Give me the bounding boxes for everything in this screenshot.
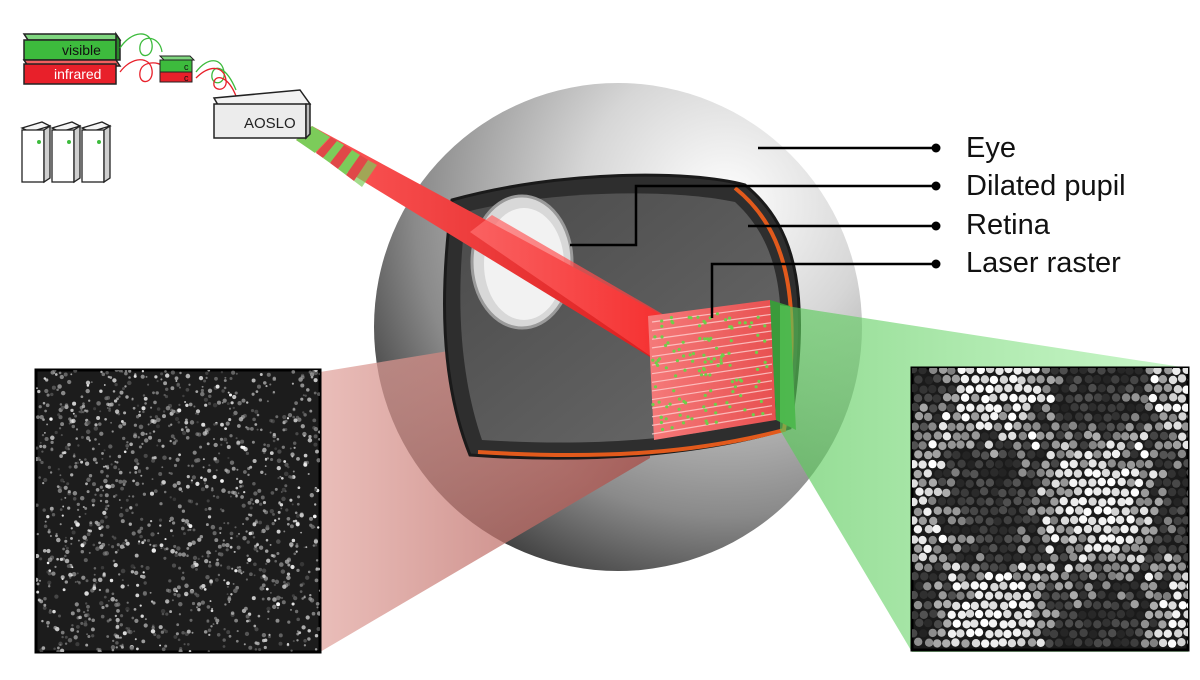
fiber-coupler: c c bbox=[158, 55, 196, 83]
laser-beam bbox=[296, 126, 690, 368]
aoslo-instrument: AOSLO bbox=[212, 89, 312, 140]
visible-laser-source: visible bbox=[22, 31, 122, 61]
optical-fibers bbox=[119, 33, 237, 97]
infrared-retina-image bbox=[34, 368, 322, 654]
aoslo-label: AOSLO bbox=[244, 115, 296, 132]
raster-callout-line bbox=[710, 262, 936, 318]
eye-label: Eye bbox=[966, 132, 1016, 164]
visible-label: visible bbox=[62, 42, 101, 58]
laser-raster-label: Laser raster bbox=[966, 247, 1121, 279]
computer-tower-icon bbox=[20, 121, 112, 184]
pupil-callout-line bbox=[570, 184, 936, 247]
infrared-label: infrared bbox=[54, 66, 101, 82]
dilated-pupil-label: Dilated pupil bbox=[966, 170, 1126, 202]
infrared-laser-source: infrared bbox=[22, 59, 122, 85]
callout-dots bbox=[931, 143, 941, 269]
coupler-label-2: c bbox=[184, 73, 189, 83]
retina-label: Retina bbox=[966, 209, 1050, 241]
callout-lines bbox=[570, 146, 936, 318]
visible-retina-image bbox=[910, 366, 1190, 652]
laser-raster bbox=[648, 300, 796, 440]
coupler-label-1: c bbox=[184, 62, 189, 72]
